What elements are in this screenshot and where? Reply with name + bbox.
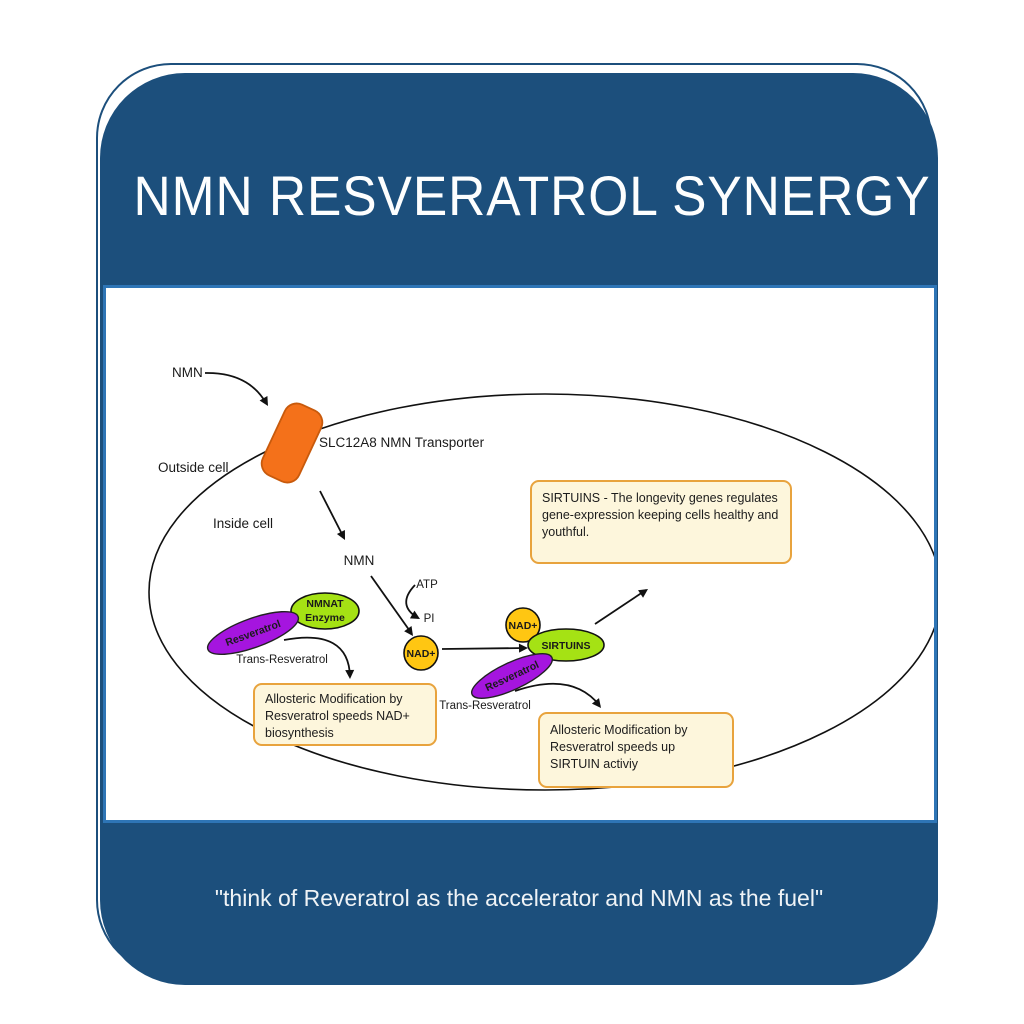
arrowhead [638,589,648,598]
slc12a8-transporter-shape [260,402,324,484]
arrowhead [409,610,420,619]
pathway-diagram: NMN SLC12A8 NMN Transporter Outside cell… [148,365,934,791]
transporter-label: SLC12A8 NMN Transporter [319,435,485,450]
nad-shape-1: NAD+ [403,635,439,671]
arrowhead [591,698,601,708]
arrowhead [336,529,345,540]
arrow-sirtuins-to-note [594,589,647,625]
nad-label-2: NAD+ [509,620,538,632]
arrow-nmn-entry [204,372,267,404]
infographic-card: NMN RESVERATROL SYNERGY [100,73,938,985]
arrow-resveratrol-to-nad-note [283,636,351,678]
nad-shape-2: NAD+ [505,607,541,643]
arrowhead-group [259,395,648,708]
outside-cell-label: Outside cell [158,460,229,475]
resveratrol-shape-2: Resveratrol [471,653,553,699]
pi-label: PI [424,613,435,625]
trans-resveratrol-label-1: Trans-Resveratrol [236,654,328,666]
footer-quote: "think of Reveratrol as the accelerator … [214,885,824,911]
arrow-transporter-to-nmn [319,490,345,539]
arrowhead [518,643,528,653]
arrow-group [204,372,647,707]
nmnat-enzyme-shape: NMNAT Enzyme [290,592,360,630]
atp-label: ATP [416,579,438,591]
sirtuins-label: SIRTUINS [541,640,590,652]
nad-biosynthesis-note: Allosteric Modification by Resveratrol s… [253,683,437,746]
arrowhead [404,626,413,636]
arrowhead [345,669,355,679]
trans-resveratrol-label-2: Trans-Resveratrol [439,700,531,712]
nmn-outside-label: NMN [172,365,203,380]
arrow-resveratrol-to-activity-note [514,682,601,707]
nmn-inside-label: NMN [344,553,375,568]
sirtuins-info-note: SIRTUINS - The longevity genes regulates… [530,480,792,564]
arrow-nad-to-sirtuins [441,647,527,650]
sirtuin-activity-note: Allosteric Modification by Resveratrol s… [538,712,734,788]
inside-cell-label: Inside cell [213,516,273,531]
arrowhead [259,395,268,406]
nmnat-label-line2: Enzyme [305,612,345,624]
nad-label-1: NAD+ [407,648,436,660]
nmnat-label-line1: NMNAT [306,598,344,610]
cell-membrane [148,393,934,791]
diagram-panel: NMN SLC12A8 NMN Transporter Outside cell… [103,285,937,823]
sirtuins-shape: SIRTUINS [527,628,605,662]
page-title: NMN RESVERATROL SYNERGY [133,164,931,227]
arrow-nmn-to-nad [370,575,413,635]
